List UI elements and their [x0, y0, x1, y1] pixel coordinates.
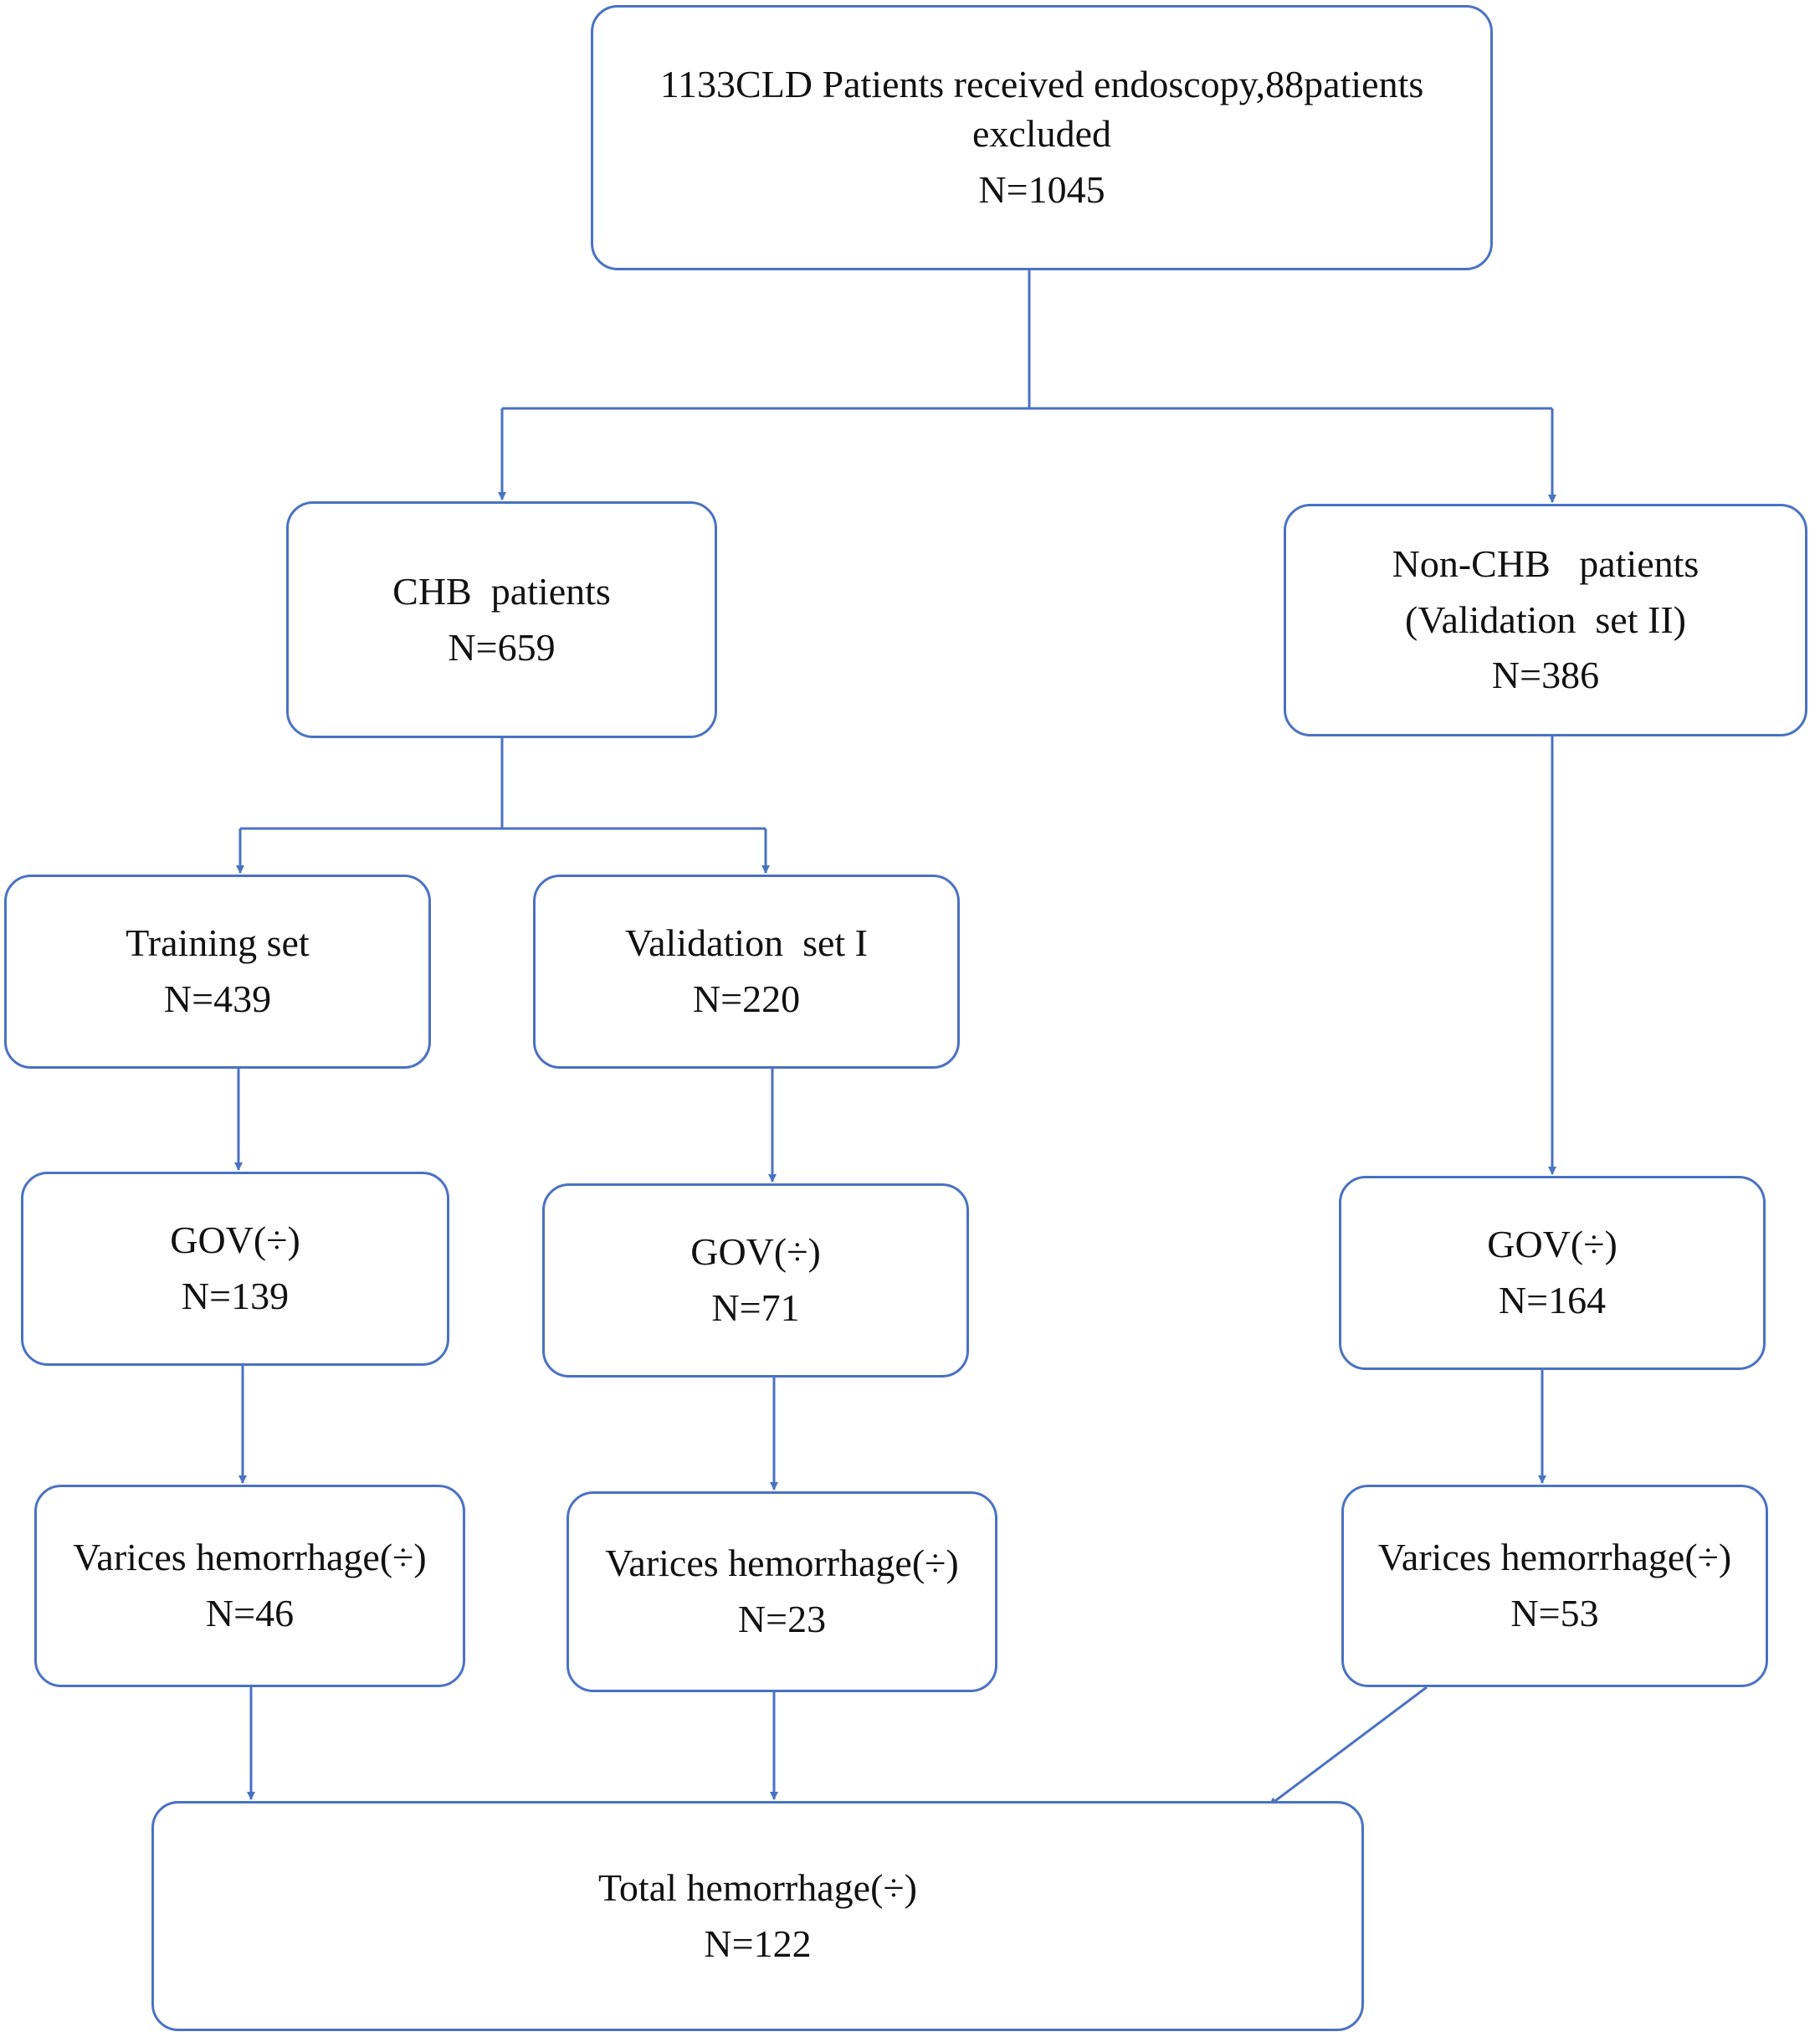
box-count: N=53	[1510, 1592, 1599, 1634]
box-label: 1133CLD Patients received endoscopy,88pa…	[659, 63, 1424, 156]
box-count: N=23	[737, 1598, 827, 1640]
box-label: Validation set I	[625, 921, 868, 965]
box-count: N=220	[692, 977, 801, 1020]
box-count: N=1045	[978, 167, 1105, 211]
box-varices-non-chb: Varices hemorrhage(÷) N=53	[1341, 1485, 1768, 1687]
box-label: GOV(÷)	[690, 1230, 821, 1274]
box-gov-training: GOV(÷) N=139	[21, 1172, 449, 1366]
box-label: Varices hemorrhage(÷)	[605, 1542, 959, 1585]
box-label: Non-CHB patients	[1392, 541, 1700, 585]
box-count: N=164	[1498, 1279, 1607, 1321]
arrow-varices-nonchb-to-total	[1269, 1686, 1428, 1807]
box-total-hemorrhage: Total hemorrhage(÷) N=122	[151, 1801, 1364, 2031]
box-gov-validation-1: GOV(÷) N=71	[542, 1183, 969, 1378]
box-training-set: Training set N=439	[4, 875, 431, 1069]
box-count: N=139	[181, 1275, 290, 1317]
box-count: N=439	[163, 977, 272, 1020]
box-sublabel: (Validation set II)	[1405, 598, 1686, 641]
box-count: N=122	[704, 1922, 812, 1965]
box-label: Training set	[126, 921, 310, 965]
box-label: Total hemorrhage(÷)	[598, 1865, 917, 1909]
box-varices-training: Varices hemorrhage(÷) N=46	[34, 1485, 465, 1687]
box-validation-set-1: Validation set I N=220	[533, 875, 960, 1069]
box-label: GOV(÷)	[170, 1219, 300, 1262]
box-gov-non-chb: GOV(÷) N=164	[1339, 1176, 1766, 1370]
box-count: N=71	[711, 1286, 800, 1329]
box-varices-validation-1: Varices hemorrhage(÷) N=23	[567, 1491, 997, 1692]
box-count: N=46	[205, 1592, 295, 1634]
box-count: N=659	[448, 625, 556, 669]
box-label: Varices hemorrhage(÷)	[73, 1536, 427, 1579]
box-label: CHB patients	[392, 569, 611, 613]
box-label: GOV(÷)	[1487, 1223, 1617, 1266]
box-all-cld-patients: 1133CLD Patients received endoscopy,88pa…	[591, 5, 1493, 270]
box-label: Varices hemorrhage(÷)	[1377, 1536, 1732, 1579]
box-non-chb-patients: Non-CHB patients (Validation set II) N=3…	[1284, 504, 1807, 736]
box-chb-patients: CHB patients N=659	[286, 501, 717, 738]
box-count: N=386	[1491, 654, 1600, 697]
